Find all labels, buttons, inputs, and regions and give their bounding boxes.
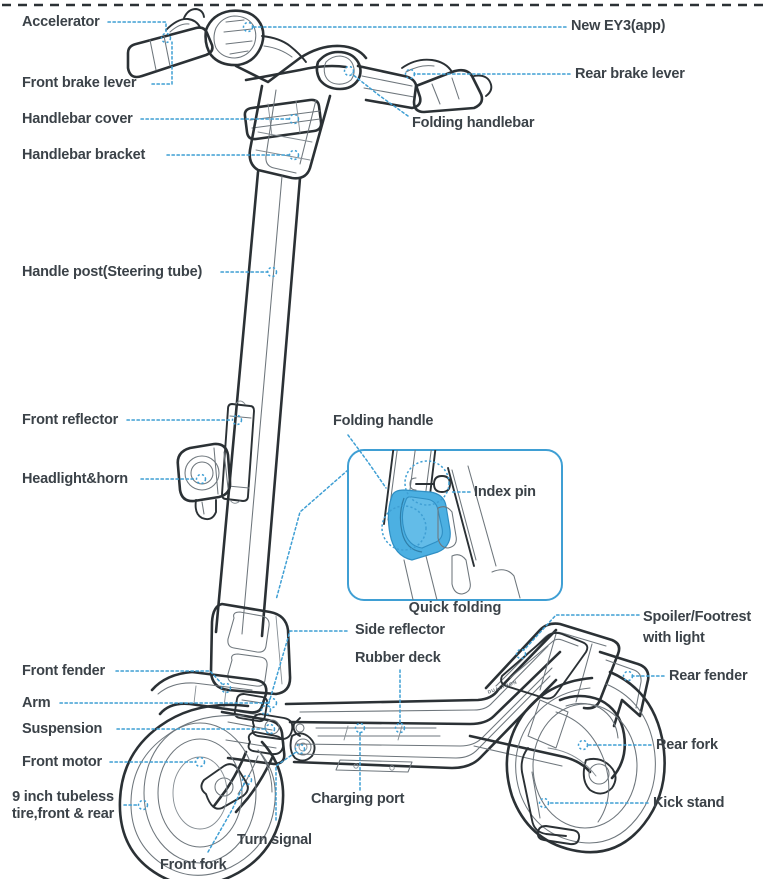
front-arm-suspension — [220, 710, 294, 766]
label-rear-brake-lever: Rear brake lever — [575, 66, 685, 82]
label-accelerator: Accelerator — [22, 14, 100, 30]
front-fender — [150, 670, 268, 716]
label-kick-stand: Kick stand — [653, 795, 725, 811]
handlebar-bracket — [248, 84, 332, 180]
callout-leaders — [59, 21, 665, 853]
label-front-fender: Front fender — [22, 663, 105, 679]
front-turn-signal — [289, 732, 316, 762]
label-turn-signal: Turn signal — [237, 832, 312, 848]
label-front-fork: Front fork — [160, 857, 227, 873]
label-front-motor: Front motor — [22, 754, 102, 770]
label-folding-handlebar: Folding handlebar — [412, 115, 535, 131]
label-front-reflector: Front reflector — [22, 412, 119, 428]
label-front-brake-lever: Front brake lever — [22, 75, 137, 91]
label-handlebar-bracket: Handlebar bracket — [22, 147, 146, 163]
label-side-reflector: Side reflector — [355, 622, 445, 638]
label-handle-post: Handle post(Steering tube) — [22, 264, 203, 280]
label-headlight-horn: Headlight&horn — [22, 471, 128, 487]
handlebar-assembly — [126, 8, 493, 114]
label-folding-handle: Folding handle — [333, 413, 434, 429]
label-index-pin: Index pin — [474, 484, 536, 500]
label-suspension: Suspension — [22, 721, 103, 737]
caption-quick-folding: Quick folding — [408, 600, 502, 616]
label-spoiler-footrest: Spoiler/Footrest with light — [643, 609, 751, 646]
front-fork — [200, 750, 274, 814]
front-wheel-tire — [118, 703, 285, 879]
label-handlebar-cover: Handlebar cover — [22, 111, 133, 127]
label-arm: Arm — [22, 695, 51, 711]
handle-post-steering-tube — [214, 170, 302, 638]
label-new-ey3: New EY3(app) — [571, 18, 666, 34]
label-rear-fender: Rear fender — [669, 668, 748, 684]
front-folding-block — [209, 602, 292, 723]
label-rear-fork: Rear fork — [656, 737, 718, 753]
label-charging-port: Charging port — [311, 791, 405, 807]
label-rubber-deck: Rubber deck — [355, 650, 441, 666]
quick-folding-inset — [347, 449, 563, 601]
label-tire: 9 inch tubeless tire,front & rear — [11, 789, 115, 822]
